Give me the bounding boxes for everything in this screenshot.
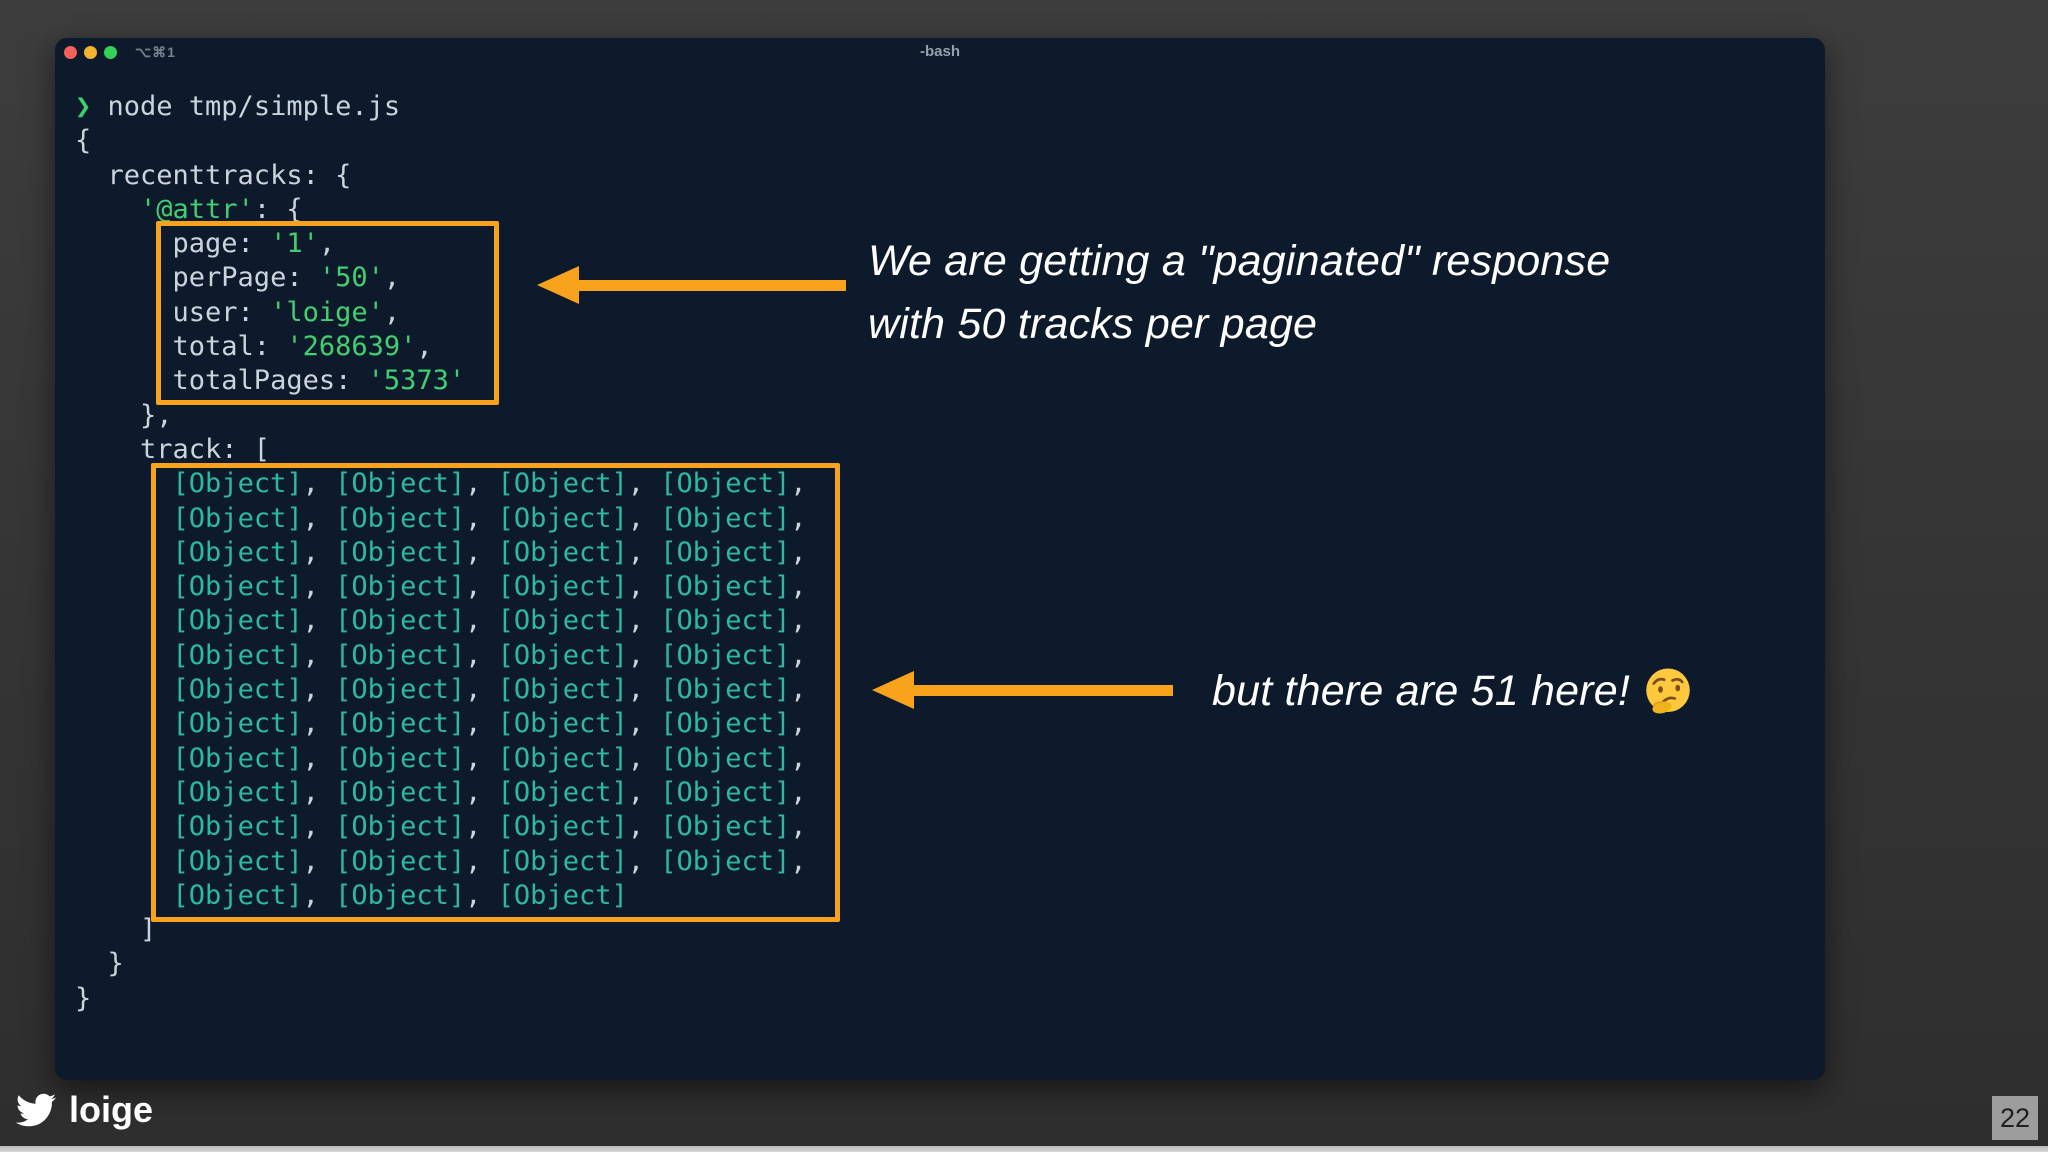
code-line: total: '268639', bbox=[75, 331, 433, 363]
code-line: totalPages: '5373' bbox=[75, 365, 466, 397]
code-line: [Object], [Object], [Object], [Object], bbox=[172, 571, 807, 603]
code-line: recenttracks: { bbox=[75, 159, 352, 191]
twitter-icon bbox=[16, 1093, 56, 1127]
code-line: ❯ node tmp/simple.js bbox=[75, 91, 401, 122]
twitter-handle: loige bbox=[69, 1089, 154, 1130]
code-line: perPage: '50', bbox=[75, 262, 401, 294]
code-line: [Object], [Object], [Object], [Object], bbox=[172, 639, 807, 671]
arrow-pagination-shaft bbox=[574, 280, 846, 291]
code-line: track: [ bbox=[75, 433, 271, 465]
code-line: user: 'loige', bbox=[75, 296, 401, 328]
minimize-button[interactable] bbox=[84, 46, 97, 59]
highlight-box-track-array bbox=[151, 463, 840, 922]
thinking-face-emoji-icon bbox=[1646, 668, 1690, 714]
terminal-titlebar: ⌥⌘1 -bash bbox=[55, 38, 1825, 68]
terminal-code: ❯ node tmp/simple.js{ recenttracks: { '@… bbox=[75, 90, 807, 1016]
annotation-paginated-line1: We are getting a "paginated" response bbox=[868, 237, 1611, 285]
code-line: [Object], [Object], [Object], [Object], bbox=[172, 674, 807, 706]
slide-progress-strip bbox=[0, 1146, 2048, 1152]
code-line: } bbox=[75, 982, 92, 1014]
zoom-button[interactable] bbox=[104, 46, 117, 59]
twitter-link[interactable]: loige bbox=[16, 1086, 153, 1134]
annotation-paginated: We are getting a "paginated" response wi… bbox=[868, 230, 1610, 356]
code-line: [Object], [Object], [Object], [Object], bbox=[172, 845, 807, 877]
arrow-pagination-head-icon bbox=[537, 266, 579, 304]
code-line: page: '1', bbox=[75, 228, 336, 260]
code-line: [Object], [Object], [Object], [Object], bbox=[172, 536, 807, 568]
code-line: } bbox=[75, 948, 124, 980]
highlight-box-pagination-attrs bbox=[156, 221, 499, 405]
code-line: [Object], [Object], [Object], [Object], bbox=[172, 708, 807, 740]
annotation-fifty-one: but there are 51 here! bbox=[1212, 661, 1692, 721]
code-line: [Object], [Object], [Object], [Object], bbox=[172, 811, 807, 843]
code-line: [Object], [Object], [Object], [Object], bbox=[172, 502, 807, 534]
code-line: [Object], [Object], [Object], [Object], bbox=[172, 776, 807, 808]
annotation-paginated-line2: with 50 tracks per page bbox=[868, 300, 1318, 348]
annotation-fifty-one-text: but there are 51 here! bbox=[1212, 667, 1630, 715]
tab-shortcut-label: ⌥⌘1 bbox=[135, 44, 176, 60]
code-line: [Object], [Object], [Object], [Object], bbox=[172, 468, 807, 500]
close-button[interactable] bbox=[64, 46, 77, 59]
code-line: { bbox=[75, 125, 92, 157]
arrow-track-count-head-icon bbox=[872, 671, 914, 709]
arrow-track-count-shaft bbox=[909, 685, 1173, 696]
code-line: [Object], [Object], [Object], [Object], bbox=[172, 605, 807, 637]
page-number-badge: 22 bbox=[1992, 1096, 2038, 1140]
terminal-title: -bash bbox=[919, 43, 960, 60]
code-line: [Object], [Object], [Object], [Object], bbox=[172, 742, 807, 774]
terminal-window: ⌥⌘1 -bash ❯ node tmp/simple.js{ recenttr… bbox=[55, 38, 1825, 1080]
code-line: '@attr': { bbox=[140, 193, 303, 225]
code-line: [Object], [Object], [Object] bbox=[172, 879, 628, 911]
